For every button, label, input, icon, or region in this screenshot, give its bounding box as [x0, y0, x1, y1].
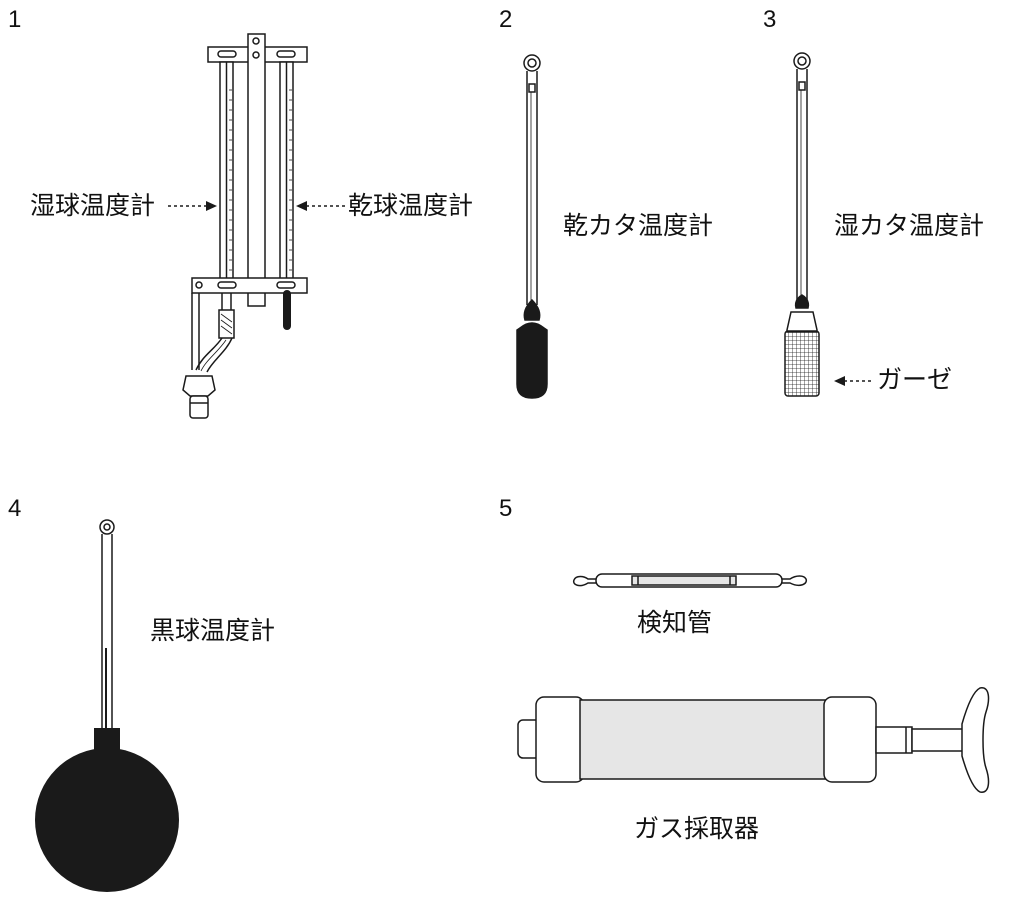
psychrometer-illustration: [182, 33, 308, 419]
black-globe-thermometer-label: 黒球温度計: [150, 616, 276, 645]
dry-kata-thermometer-label: 乾カタ温度計: [563, 211, 714, 240]
wet-bulb-thermometer-label: 湿球温度計: [30, 191, 156, 220]
detector-tube-illustration: [572, 573, 808, 588]
dry-bulb-thermometer-label: 乾球温度計: [348, 191, 474, 220]
detector-tube-label: 検知管: [637, 608, 713, 637]
figure-number-5: 5: [499, 495, 513, 522]
wet-bulb-arrow-icon: [168, 201, 217, 211]
figure-number-3: 3: [763, 6, 777, 33]
gas-sampler-illustration: [517, 687, 990, 793]
wet-kata-thermometer-label: 湿カタ温度計: [834, 211, 985, 240]
gas-sampler-label: ガス採取器: [634, 814, 760, 843]
figure-number-2: 2: [499, 6, 513, 33]
gauze-arrow-icon: [834, 376, 874, 386]
figure-number-4: 4: [8, 495, 22, 522]
black-globe-thermometer-illustration: [35, 519, 179, 892]
gauze-label: ガーゼ: [877, 365, 953, 394]
dry-bulb-arrow-icon: [296, 201, 345, 211]
dry-kata-thermometer-illustration: [516, 54, 548, 399]
wet-kata-thermometer-illustration: [784, 52, 820, 397]
figure-number-1: 1: [8, 6, 22, 33]
